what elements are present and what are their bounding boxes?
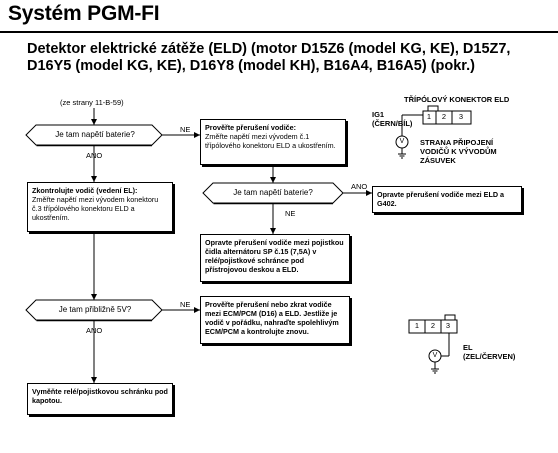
box-ecm: Prověřte přerušení nebo zkrat vodiče mez… bbox=[200, 296, 350, 344]
voltmeter2-icon bbox=[428, 349, 442, 363]
decision-q1-yes: ANO bbox=[86, 151, 103, 160]
decision-q2-no: NE bbox=[285, 209, 296, 218]
decision-q1-shape bbox=[25, 124, 163, 146]
connector2-meter-label: V bbox=[432, 352, 438, 359]
box-check-wire-body: Změřte napětí mezi vývodem č.1 třípólové… bbox=[205, 132, 336, 150]
page-subtitle: Detektor elektrické zátěže (ELD) (motor … bbox=[27, 41, 511, 74]
title-rule bbox=[0, 31, 558, 33]
start-reference: (ze strany 11-B-59) bbox=[60, 98, 124, 107]
decision-q3-shape bbox=[25, 299, 163, 321]
connector2-pin1: 1 bbox=[414, 321, 420, 330]
connector2-pin2: 2 bbox=[430, 321, 436, 330]
page-title: Systém PGM-FI bbox=[8, 2, 160, 25]
connector1-side-note: STRANA PŘIPOJENÍ VODIČŮ K VÝVODŮM ZÁSUVE… bbox=[420, 138, 497, 165]
decision-q3-yes: ANO bbox=[86, 326, 103, 335]
box-check-el-title: Zkontrolujte vodič (vedení EL): bbox=[32, 186, 138, 195]
connector1-pin3: 3 bbox=[458, 112, 464, 121]
box-check-el-body: Změřte napětí mezi vývodem konektoru č.3… bbox=[32, 195, 159, 222]
decision-q1-no: NE bbox=[180, 125, 191, 134]
connector1-pin1: 1 bbox=[426, 112, 432, 121]
decision-q2: Je tam napětí baterie? bbox=[233, 188, 313, 197]
decision-q3-no: NE bbox=[180, 300, 191, 309]
box-fuse: Opravte přerušení vodiče mezi pojistkou … bbox=[200, 234, 350, 282]
box-repair: Opravte přerušení vodiče mezi ELD a G402… bbox=[372, 186, 522, 213]
connector2-pin3: 3 bbox=[445, 321, 451, 330]
decision-q2-yes: ANO bbox=[351, 182, 368, 191]
decision-q2-shape bbox=[202, 182, 344, 204]
connector2-el-label: EL bbox=[463, 343, 473, 352]
connector2-el-sub: (ZEL/ČERVEN) bbox=[463, 352, 516, 361]
connector1-pin2: 2 bbox=[441, 112, 447, 121]
connector1-ig1-sub: (ČERN/BÍL) bbox=[372, 119, 413, 128]
voltmeter1-icon bbox=[395, 135, 409, 149]
connector1-body bbox=[422, 110, 472, 125]
connector1-title: TŘÍPÓLOVÝ KONEKTOR ELD bbox=[404, 95, 510, 104]
box-check-el: Zkontrolujte vodič (vedení EL): Změřte n… bbox=[27, 182, 173, 232]
box-check-wire-title: Prověřte přerušení vodiče: bbox=[205, 123, 297, 132]
connector1-meter-label: V bbox=[399, 138, 405, 145]
box-replace: Vyměňte relé/pojistkovou schránku pod ka… bbox=[27, 383, 173, 415]
decision-q1: Je tam napětí baterie? bbox=[55, 130, 135, 139]
connector2-body bbox=[408, 319, 458, 334]
connector1-ig1-label: IG1 bbox=[372, 110, 385, 119]
box-check-wire: Prověřte přerušení vodiče: Změřte napětí… bbox=[200, 119, 346, 165]
decision-q3: Je tam přibližně 5V? bbox=[58, 305, 132, 314]
